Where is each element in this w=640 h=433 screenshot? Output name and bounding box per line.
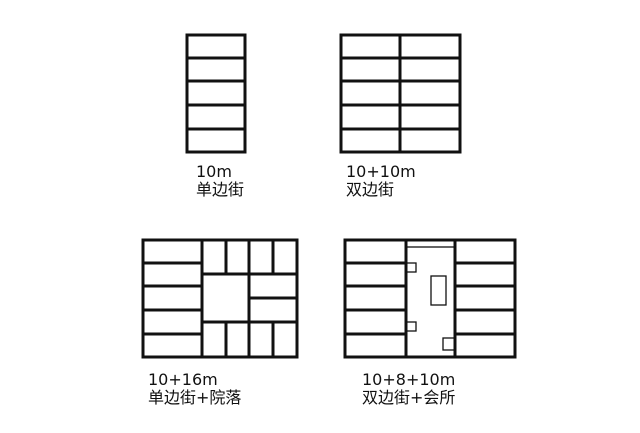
plan-single-street-courtyard — [141, 238, 299, 359]
type-label: 双边街 — [346, 180, 395, 199]
clubhouse-top-bar — [405, 239, 456, 248]
clubhouse-notch-left-bottom — [405, 321, 417, 332]
width-label: 10m — [196, 162, 232, 181]
clubhouse-notch-right-bottom — [442, 337, 456, 351]
caption-single-street-courtyard: 10+16m 单边街+院落 — [148, 371, 241, 407]
plan-single-street — [185, 33, 247, 154]
clubhouse-notch-left-top — [405, 262, 417, 273]
clubhouse-center-feature — [430, 275, 447, 306]
width-label: 10+8+10m — [362, 370, 456, 389]
caption-double-street-clubhouse: 10+8+10m 双边街+会所 — [362, 371, 455, 407]
type-label: 单边街+院落 — [148, 388, 242, 407]
type-label: 单边街 — [196, 180, 245, 199]
width-label: 10+10m — [346, 162, 416, 181]
clubhouse-details — [405, 239, 456, 351]
plan-double-street — [339, 33, 462, 154]
width-label: 10+16m — [148, 370, 218, 389]
caption-double-street: 10+10m 双边街 — [346, 163, 416, 199]
type-label: 双边街+会所 — [362, 388, 456, 407]
caption-single-street: 10m 单边街 — [196, 163, 244, 199]
plan-outline — [343, 238, 517, 359]
plan-double-street-clubhouse — [343, 238, 517, 359]
plan-outline — [185, 33, 247, 154]
